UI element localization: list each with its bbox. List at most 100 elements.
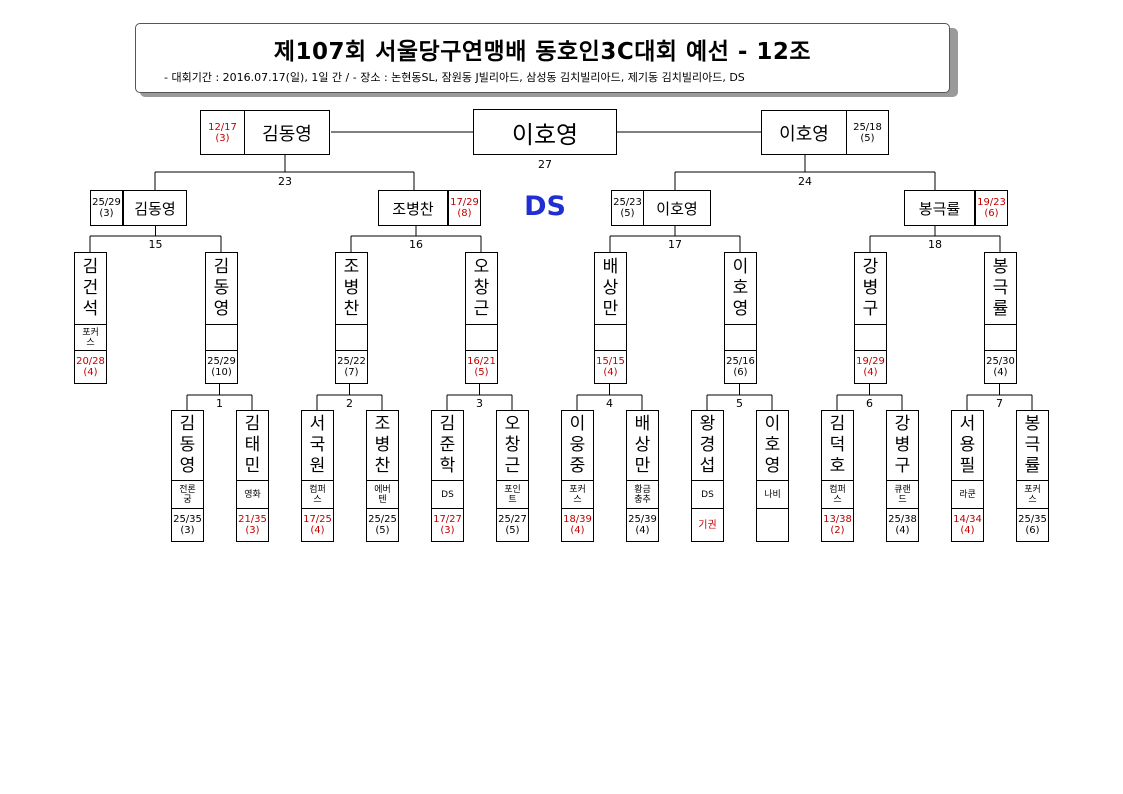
score-value: 25/22 [337, 356, 366, 367]
player-score: 16/21(5) [466, 351, 497, 383]
score-value: 25/25 [368, 514, 397, 525]
player-club: 라쿤 [952, 481, 983, 509]
match-number: 2 [346, 397, 353, 410]
player-score: 25/16(6) [725, 351, 756, 383]
innings-value: (6) [733, 367, 748, 378]
final-right-name: 이호영 [761, 110, 847, 155]
player-club: DS [692, 481, 723, 509]
player-club: 포커스 [1017, 481, 1048, 509]
innings-value: (6) [1025, 525, 1040, 536]
match-number: 23 [278, 175, 292, 188]
score-value: 21/35 [238, 514, 267, 525]
player-club: 전론궁 [172, 481, 203, 509]
innings-value: (3) [99, 208, 114, 219]
match-number: 5 [736, 397, 743, 410]
player-club: 포커스 [75, 325, 106, 351]
player-club: 영화 [237, 481, 268, 509]
semi-score-box: 19/23(6) [975, 190, 1008, 226]
score-value: 25/16 [726, 356, 755, 367]
score-value: 25/29 [207, 356, 236, 367]
player-score: 기권 [692, 509, 723, 541]
page-subtitle: - 대회기간 : 2016.07.17(일), 1일 간 / - 장소 : 논현… [164, 71, 745, 84]
semi-player-name: 이호영 [643, 190, 711, 226]
player-score: 25/35(6) [1017, 509, 1048, 541]
player-club: DS [432, 481, 463, 509]
semi-player-name: 김동영 [123, 190, 187, 226]
score-value: 15/15 [596, 356, 625, 367]
innings-value: (7) [344, 367, 359, 378]
match-number: 7 [996, 397, 1003, 410]
innings-value: (5) [474, 367, 489, 378]
innings-value: (4) [83, 367, 98, 378]
innings-value: (4) [863, 367, 878, 378]
player-score: 25/25(5) [367, 509, 398, 541]
player-score: 25/39(4) [627, 509, 658, 541]
player-score: 25/35(3) [172, 509, 203, 541]
score-value: 19/23 [977, 197, 1006, 208]
score-value: 16/21 [467, 356, 496, 367]
player-score: 25/38(4) [887, 509, 918, 541]
score-value: 17/27 [433, 514, 462, 525]
score-value: 20/28 [76, 356, 105, 367]
innings-value: (5) [505, 525, 520, 536]
semi-score-box: 17/29(8) [448, 190, 481, 226]
innings-value: (8) [457, 208, 472, 219]
score-value: 기권 [698, 519, 717, 531]
player-score: 25/29(10) [206, 351, 237, 383]
match-number: 24 [798, 175, 812, 188]
player-score: 21/35(3) [237, 509, 268, 541]
player-club [206, 325, 237, 351]
innings-value: (6) [984, 208, 999, 219]
innings-value: (5) [860, 132, 875, 144]
player-score: 25/27(5) [497, 509, 528, 541]
player-club: 포인트 [497, 481, 528, 509]
match-number: 6 [866, 397, 873, 410]
player-club [985, 325, 1016, 351]
innings-value: (10) [211, 367, 232, 378]
match-number: 4 [606, 397, 613, 410]
player-club [855, 325, 886, 351]
semi-score-box: 25/29(3) [90, 190, 123, 226]
score-value: 25/38 [888, 514, 917, 525]
player-score: 13/38(2) [822, 509, 853, 541]
final-winner-box: 이호영 [473, 109, 617, 155]
score-value: 17/25 [303, 514, 332, 525]
score-value: 25/35 [173, 514, 202, 525]
player-club: 에버텐 [367, 481, 398, 509]
player-score [757, 509, 788, 541]
player-score: 25/22(7) [336, 351, 367, 383]
score-value: 19/29 [856, 356, 885, 367]
player-club: 나비 [757, 481, 788, 509]
score-value: 25/18 [853, 121, 882, 133]
player-club [336, 325, 367, 351]
score-value: 25/27 [498, 514, 527, 525]
innings-value: (5) [620, 208, 635, 219]
score-value: 25/30 [986, 356, 1015, 367]
semi-player-name: 조병찬 [378, 190, 448, 226]
score-value: 12/17 [208, 121, 237, 133]
